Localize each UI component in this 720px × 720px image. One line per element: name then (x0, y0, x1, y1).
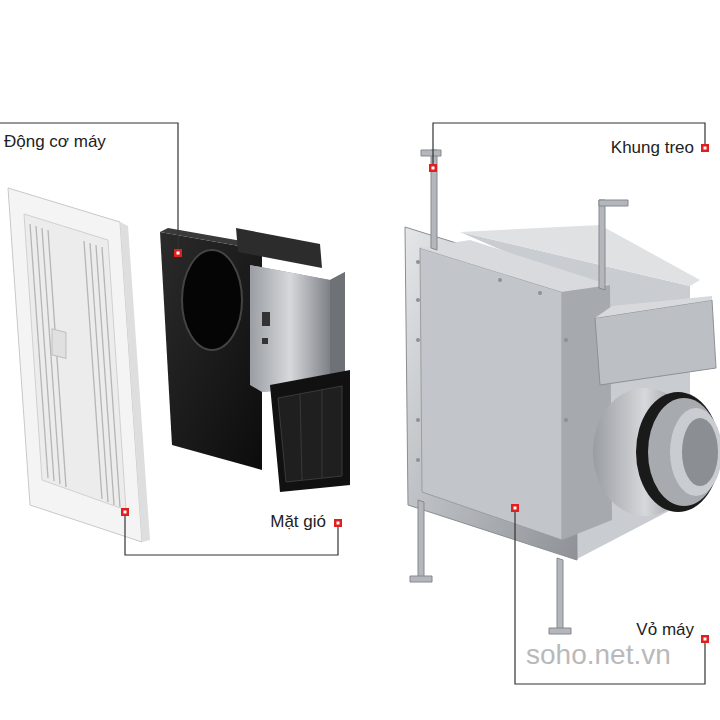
grille-panel (8, 188, 150, 542)
marker-dots (121, 144, 709, 643)
leader-lines (0, 123, 705, 684)
housing-unit (405, 150, 720, 634)
watermark: soho.net.vn (526, 638, 671, 672)
part-label: Khung treo (611, 138, 694, 158)
part-label: Động cơ máy (4, 132, 106, 152)
motor-unit (160, 228, 350, 492)
part-label: Mặt gió (270, 512, 326, 532)
part-label: Vỏ máy (636, 620, 694, 640)
